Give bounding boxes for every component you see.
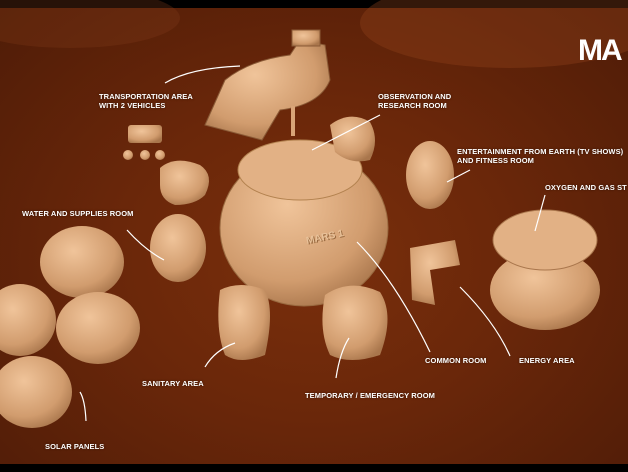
label-temporary: TEMPORARY / EMERGENCY ROOM <box>305 391 435 400</box>
label-line: TRANSPORTATION AREA <box>99 92 193 101</box>
label-common: COMMON ROOM <box>425 356 487 365</box>
label-sanitary: SANITARY AREA <box>142 379 204 388</box>
label-energy: ENERGY AREA <box>519 356 575 365</box>
label-water: WATER AND SUPPLIES ROOM <box>22 209 134 218</box>
label-line: WITH 2 VEHICLES <box>99 101 166 110</box>
label-observation: OBSERVATION AND RESEARCH ROOM <box>378 92 451 110</box>
label-entertainment: ENTERTAINMENT FROM EARTH (TV SHOWS) AND … <box>457 147 623 165</box>
label-line: OBSERVATION AND <box>378 92 452 101</box>
label-transportation: TRANSPORTATION AREA WITH 2 VEHICLES <box>99 92 193 110</box>
label-solar: SOLAR PANELS <box>45 442 105 451</box>
title-text: MA <box>578 34 623 67</box>
label-oxygen: OXYGEN AND GAS ST <box>545 183 627 192</box>
label-line: AND FITNESS ROOM <box>457 156 535 165</box>
label-line: ENTERTAINMENT FROM EARTH (TV SHOWS) <box>457 147 624 156</box>
label-line: RESEARCH ROOM <box>378 101 447 110</box>
